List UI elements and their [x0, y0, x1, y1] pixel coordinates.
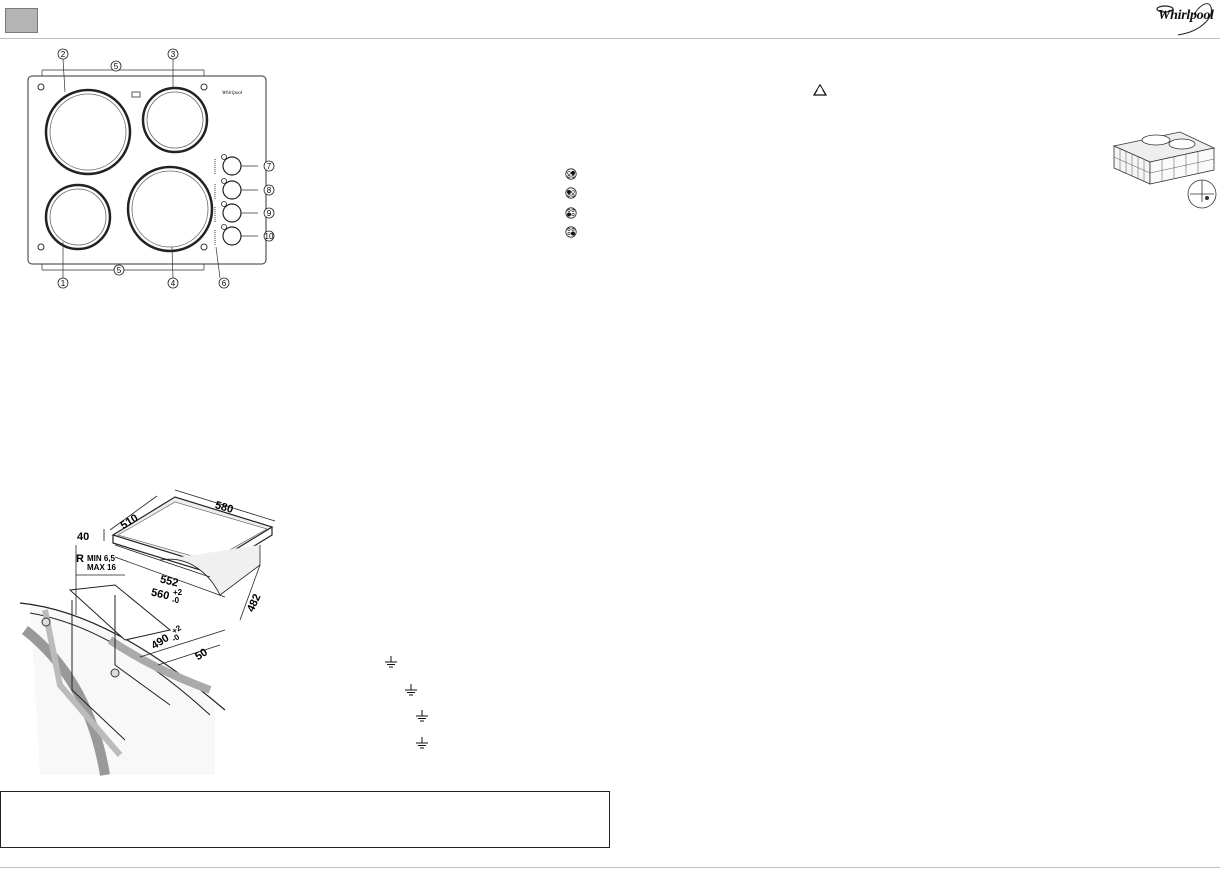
callout-5-bottom: 5 [117, 266, 122, 275]
dim-50: 50 [193, 646, 210, 663]
notice-box [0, 791, 610, 848]
header-divider [0, 38, 1220, 39]
dim-560-tol-minus: -0 [172, 596, 180, 605]
callout-2: 2 [61, 50, 66, 59]
installation-diagram: 510 580 40 R MIN 6,5 MAX 16 552 560 +2 -… [19, 489, 276, 776]
earth-icon [416, 710, 428, 722]
dim-482: 482 [245, 592, 264, 614]
callout-9: 9 [267, 209, 272, 218]
callout-4: 4 [171, 279, 176, 288]
knob-rear-right-icon [565, 226, 577, 238]
hob-layout-diagram: Whirlpool 1 2 3 4 5 5 [27, 48, 275, 289]
knob-rear-left-icon [565, 187, 577, 199]
whirlpool-logo-icon [1156, 3, 1212, 36]
radius-max: MAX 16 [87, 563, 116, 572]
dim-490-tol-minus: -0 [170, 632, 181, 644]
knob-front-left-icon [565, 207, 577, 219]
dim-580: 580 [214, 499, 235, 516]
radius-r: R [76, 553, 84, 565]
dim-490: 490 [149, 632, 171, 652]
footer-divider [0, 867, 1220, 868]
svg-text:Whirlpool: Whirlpool [222, 91, 243, 96]
earth-icon [385, 656, 397, 668]
dim-552: 552 [159, 573, 180, 589]
brand-name: Whirlpool [1158, 8, 1214, 23]
radius-min: MIN 6,5 [87, 554, 116, 563]
dim-40: 40 [77, 531, 89, 543]
earth-icon [405, 684, 417, 696]
callout-10: 10 [265, 232, 274, 241]
callout-5-top: 5 [114, 62, 119, 71]
callout-3: 3 [171, 50, 176, 59]
earth-icon [416, 737, 428, 749]
callout-8: 8 [267, 186, 272, 195]
dim-560: 560 [150, 586, 171, 602]
recycle-icon [813, 84, 827, 96]
knob-front-right-icon [565, 168, 577, 180]
callout-6: 6 [222, 279, 227, 288]
dim-560-tol-plus: +2 [173, 588, 183, 597]
callout-1: 1 [61, 279, 66, 288]
section-tab [5, 8, 38, 33]
basket-diagram-icon [1112, 131, 1217, 209]
callout-7: 7 [267, 162, 272, 171]
